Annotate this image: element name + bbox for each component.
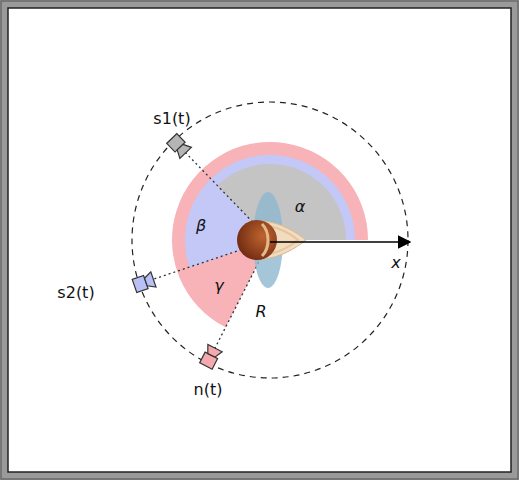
- label: s1(t): [153, 110, 190, 128]
- sensor-circle: [132, 102, 408, 378]
- arena: [8, 8, 511, 472]
- sensor-icon: [199, 345, 222, 370]
- x-axis-arrow: [270, 241, 410, 243]
- label: s2(t): [57, 284, 94, 302]
- sensor-icon: [132, 272, 156, 294]
- sensor-icon: [166, 133, 191, 159]
- label: β: [196, 217, 206, 235]
- label: α: [295, 198, 306, 216]
- label: R: [255, 303, 266, 321]
- head: [237, 220, 277, 260]
- label: x: [391, 254, 400, 272]
- gamma-sector: [172, 142, 368, 327]
- label: n(t): [194, 381, 223, 399]
- label: γ: [214, 277, 223, 295]
